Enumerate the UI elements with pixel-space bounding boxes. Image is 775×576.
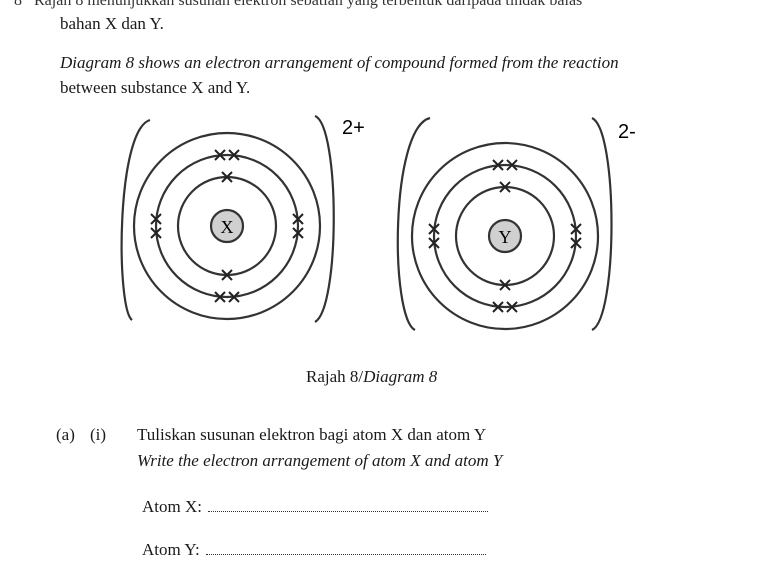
english-intro-line2: between substance X and Y. bbox=[60, 78, 251, 97]
malay-intro-line1: Rajah 8 menunjukkan susunan elektron seb… bbox=[34, 0, 583, 9]
charge-y: 2- bbox=[618, 121, 636, 143]
ion-x-electron-shell2 bbox=[214, 149, 226, 161]
ion-y-electron-shell2 bbox=[492, 301, 504, 313]
ion-x-electron-shell1 bbox=[221, 269, 233, 281]
question-text-english: Write the electron arrangement of atom X… bbox=[137, 451, 503, 470]
diagram-caption: Rajah 8/Diagram 8 bbox=[306, 367, 437, 387]
electron-arrangement-diagram: X Y 2+ 2- bbox=[120, 114, 636, 331]
answer-atom-y[interactable]: Atom Y: bbox=[142, 540, 486, 560]
ion-y-electron-shell2 bbox=[506, 159, 518, 171]
ion-x-electron-shell2 bbox=[214, 291, 226, 303]
malay-intro-line2: bahan X dan Y. bbox=[60, 14, 164, 33]
answer-atom-x-label: Atom X: bbox=[142, 497, 202, 516]
answer-atom-y-label: Atom Y: bbox=[142, 540, 200, 559]
electrons bbox=[150, 149, 582, 313]
ion-y-electron-shell2 bbox=[570, 223, 582, 235]
bracket-left-x bbox=[120, 118, 151, 321]
ion-x-electron-shell2 bbox=[150, 227, 162, 239]
ion-x-electron-shell2 bbox=[228, 291, 240, 303]
ion-y-electron-shell1 bbox=[499, 279, 511, 291]
ion-y-electron-shell2 bbox=[492, 159, 504, 171]
nucleus-y bbox=[487, 218, 523, 254]
question-part: (a) bbox=[56, 425, 75, 444]
caption-english: Diagram 8 bbox=[363, 367, 438, 386]
middle-shell-x bbox=[154, 153, 300, 299]
question-subpart: (i) bbox=[90, 425, 107, 444]
ion-x-electron-shell2 bbox=[292, 227, 304, 239]
ion-x-electron-shell2 bbox=[292, 213, 304, 225]
bracket-left-y bbox=[396, 116, 431, 331]
question-number: 8 bbox=[14, 0, 22, 9]
ion-x-electron-shell2 bbox=[150, 213, 162, 225]
bracket-right-x bbox=[314, 114, 335, 323]
bracket-right-y bbox=[591, 117, 613, 331]
middle-shell-y bbox=[432, 163, 578, 309]
answer-atom-x-line[interactable] bbox=[207, 497, 488, 512]
answer-atom-x[interactable]: Atom X: bbox=[142, 497, 488, 517]
question-text-malay: Tuliskan susunan elektron bagi atom X da… bbox=[137, 425, 487, 444]
answer-atom-y-line[interactable] bbox=[205, 540, 486, 555]
ion-y-electron-shell1 bbox=[499, 181, 511, 193]
outer-shell-x bbox=[132, 131, 322, 321]
charge-x: 2+ bbox=[342, 117, 365, 139]
english-intro-line1: Diagram 8 shows an electron arrangement … bbox=[60, 53, 619, 72]
nucleus-x-label: X bbox=[221, 217, 234, 237]
ion-y-electron-shell2 bbox=[428, 237, 440, 249]
outer-shell-y bbox=[410, 141, 600, 331]
ion-y-electron-shell2 bbox=[428, 223, 440, 235]
ion-x-electron-shell1 bbox=[221, 171, 233, 183]
ion-x-electron-shell2 bbox=[228, 149, 240, 161]
nucleus-x bbox=[209, 208, 245, 244]
ion-y-electron-shell2 bbox=[570, 237, 582, 249]
ion-y-electron-shell2 bbox=[506, 301, 518, 313]
caption-malay: Rajah 8/ bbox=[306, 367, 364, 386]
ion-y bbox=[396, 116, 613, 331]
nucleus-y-label: Y bbox=[499, 227, 512, 247]
